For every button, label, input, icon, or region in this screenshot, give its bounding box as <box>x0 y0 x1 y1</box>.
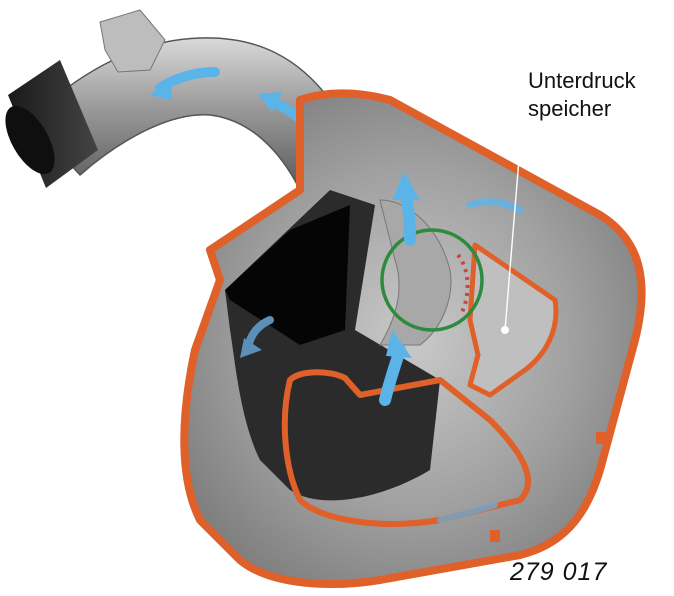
callout-label-line2: speicher <box>528 96 611 122</box>
figure-number: 279 017 <box>510 558 607 587</box>
silencer-housing <box>184 93 641 584</box>
callout-label-line1: Unterdruck <box>528 68 636 94</box>
mount-tab-1 <box>596 432 606 444</box>
mount-tab-2 <box>490 530 500 542</box>
flow-arrow-up-2 <box>406 195 410 240</box>
